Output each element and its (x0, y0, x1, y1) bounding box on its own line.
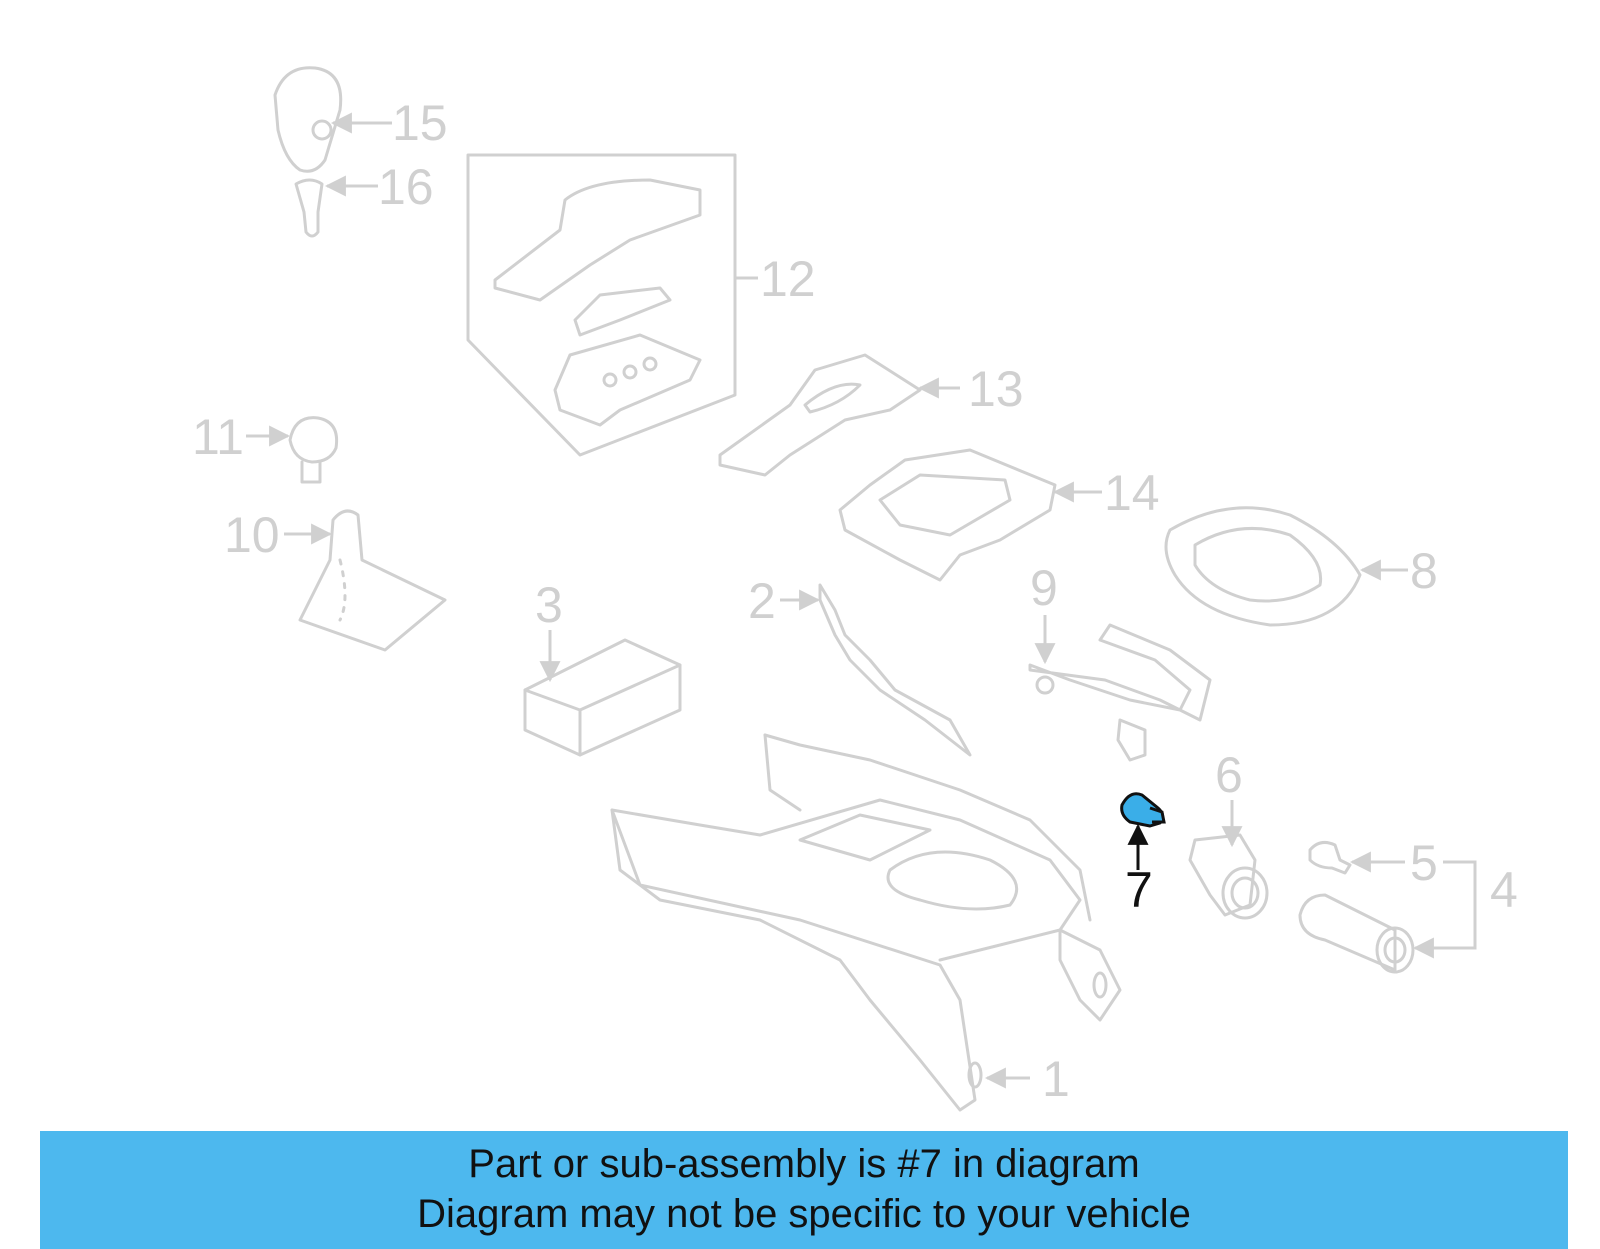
callout-9: 9 (1030, 560, 1058, 616)
callout-8: 8 (1410, 543, 1438, 599)
part-13-bracket[interactable] (718, 353, 922, 477)
part-12-shifter-assembly[interactable] (466, 153, 737, 457)
callout-14: 14 (1104, 465, 1160, 521)
part-3-storage-bin[interactable] (523, 638, 682, 757)
part-5-screw[interactable] (1308, 840, 1352, 875)
callout-3: 3 (535, 577, 563, 633)
part-4-lighter[interactable] (1298, 893, 1415, 974)
banner-line-1: Part or sub-assembly is #7 in diagram (468, 1142, 1140, 1186)
callout-5: 5 (1410, 835, 1438, 891)
part-16-knob-insert[interactable] (294, 178, 324, 238)
part-6-socket[interactable] (1188, 833, 1269, 920)
leader-4 (1412, 860, 1477, 959)
callout-2: 2 (748, 573, 776, 629)
callout-13: 13 (968, 361, 1024, 417)
callout-10: 10 (224, 507, 280, 563)
callout-15: 15 (392, 95, 448, 151)
part-1-console[interactable] (610, 733, 1122, 1112)
callout-6: 6 (1215, 747, 1243, 803)
info-banner: Part or sub-assembly is #7 in diagram Di… (40, 1131, 1568, 1249)
callout-7: 7 (1125, 862, 1153, 918)
part-10-shift-boot[interactable] (298, 509, 447, 652)
part-2-trim-strip[interactable] (818, 583, 972, 757)
callout-16: 16 (378, 159, 434, 215)
callout-12: 12 (760, 251, 816, 307)
part-8-trim-ring[interactable] (1164, 506, 1362, 627)
callout-1: 1 (1042, 1051, 1070, 1107)
parts-diagram: 15 16 12 13 11 10 14 (192, 66, 1518, 1112)
part-7-highlighted[interactable] (1120, 792, 1166, 828)
part-14-frame[interactable] (838, 448, 1057, 582)
part-15-shift-knob[interactable] (273, 66, 343, 173)
callout-4: 4 (1490, 862, 1518, 918)
banner-line-2: Diagram may not be specific to your vehi… (417, 1192, 1191, 1236)
part-9-handle-bracket[interactable] (1028, 623, 1212, 762)
callout-11: 11 (192, 409, 244, 465)
part-11-knob[interactable] (288, 416, 339, 484)
